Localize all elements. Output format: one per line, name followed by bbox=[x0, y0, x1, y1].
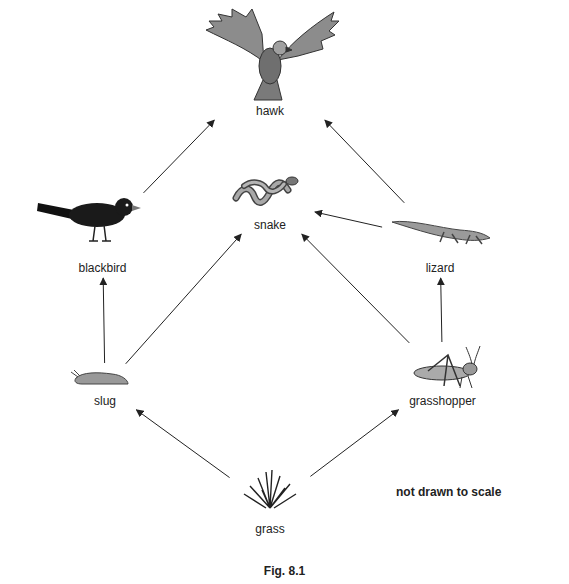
organism-label: snake bbox=[254, 218, 286, 232]
organism-label: grass bbox=[255, 522, 284, 536]
food-arrow bbox=[144, 120, 215, 193]
organism-label: hawk bbox=[256, 104, 284, 118]
blackbird-drawing bbox=[37, 198, 141, 241]
snake-drawing bbox=[236, 177, 298, 202]
organism-node: grasshopper bbox=[395, 345, 490, 408]
grass-drawing bbox=[244, 470, 296, 508]
organism-node: lizard bbox=[385, 205, 495, 275]
organism-label: blackbird bbox=[78, 261, 126, 275]
organism-label: slug bbox=[94, 394, 116, 408]
organism-node: blackbird bbox=[35, 195, 170, 275]
organism-node: grass bbox=[232, 478, 308, 536]
slug-drawing bbox=[71, 370, 128, 384]
food-arrow bbox=[103, 278, 104, 363]
food-arrow bbox=[302, 234, 410, 343]
organism-node: snake bbox=[228, 172, 312, 232]
food-arrow bbox=[310, 410, 398, 477]
figure-caption: Fig. 8.1 bbox=[0, 564, 569, 578]
food-arrow bbox=[126, 234, 242, 364]
food-arrow bbox=[315, 212, 382, 227]
organism-node: hawk bbox=[200, 8, 340, 118]
organism-node: slug bbox=[65, 366, 145, 408]
food-arrow bbox=[441, 278, 442, 342]
food-arrow bbox=[325, 120, 404, 203]
organism-label: grasshopper bbox=[409, 394, 476, 408]
lizard-drawing bbox=[392, 221, 490, 244]
organism-label: lizard bbox=[426, 261, 455, 275]
food-arrow bbox=[136, 410, 229, 478]
hawk-drawing bbox=[206, 9, 339, 100]
grasshopper-drawing bbox=[414, 346, 480, 388]
scale-note: not drawn to scale bbox=[396, 485, 501, 499]
